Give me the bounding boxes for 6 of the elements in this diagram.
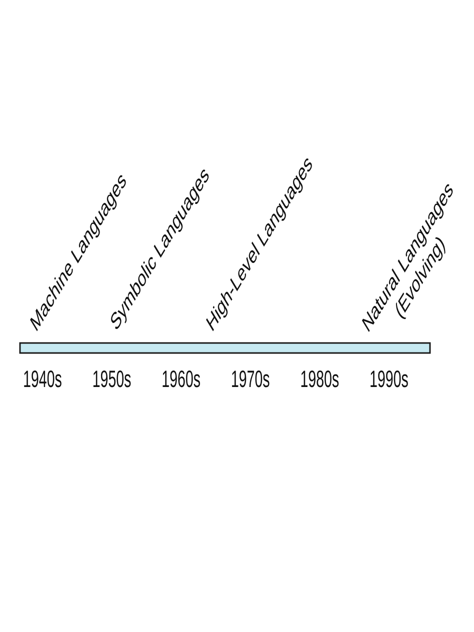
decade-label: 1980s [301,370,339,388]
decade-label: 1970s [232,370,270,388]
decade-label: 1950s [93,370,131,388]
decade-label: 1960s [162,370,200,388]
decade-label: 1990s [370,370,408,388]
decade-label: 1940s [24,370,62,388]
